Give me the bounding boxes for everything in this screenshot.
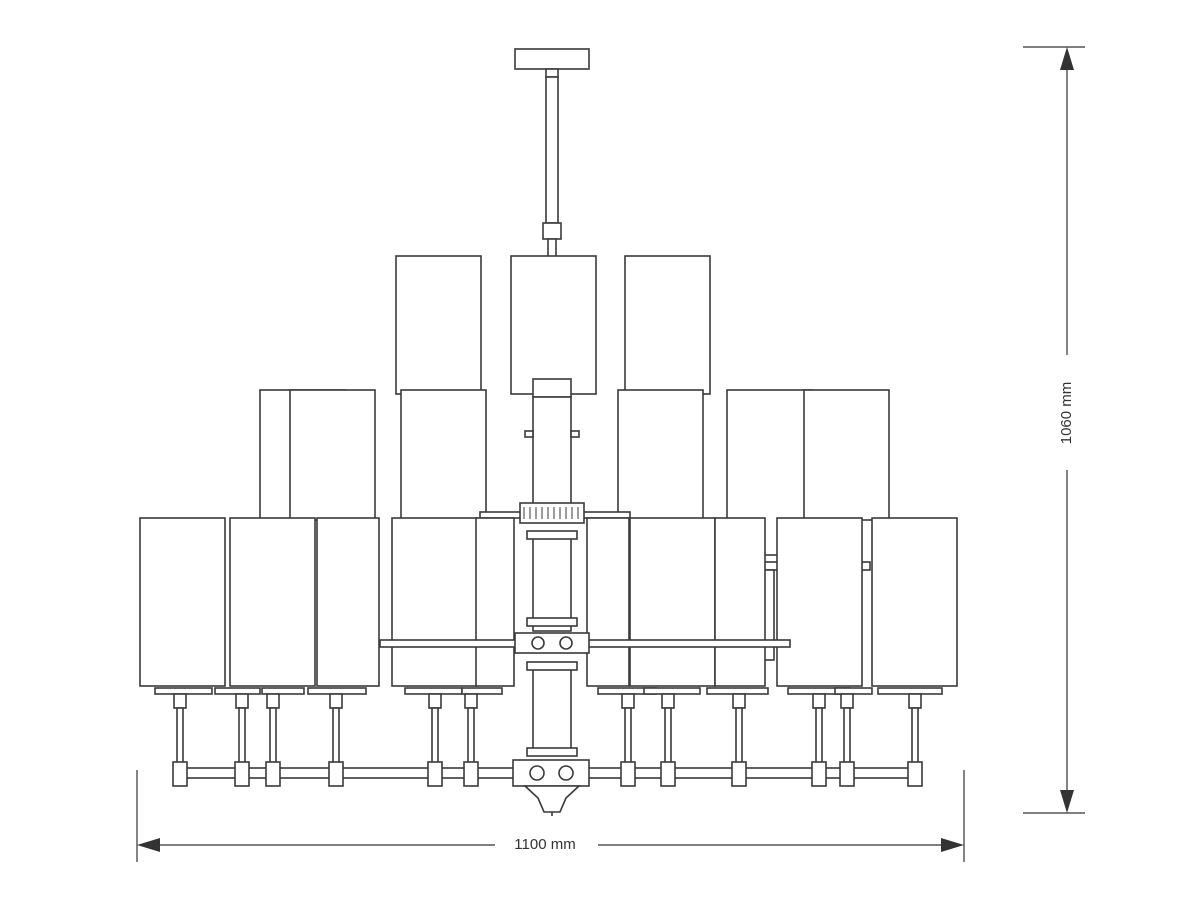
- arm-joint-block: [731, 761, 747, 787]
- arm-joint-block: [172, 761, 188, 787]
- column-middle-ring: [526, 530, 578, 540]
- ceiling-canopy: [514, 48, 590, 70]
- lamp-shade-middle-tier: [289, 389, 376, 521]
- column-lower-body: [532, 667, 572, 754]
- column-upper-body: [532, 396, 572, 506]
- candle-post: [467, 707, 475, 764]
- candle-cup: [266, 693, 280, 709]
- width-dimension-label: 1100 mm: [514, 836, 575, 853]
- bobeche-plate: [643, 687, 701, 695]
- candle-post: [843, 707, 851, 764]
- hub-scroll: [558, 765, 574, 781]
- candle-cup: [428, 693, 442, 709]
- height-dimension-label: 1060 mm: [1058, 382, 1075, 445]
- arm-joint-block: [328, 761, 344, 787]
- lamp-shade-lower-tier: [871, 517, 958, 687]
- width-arrowhead-right: [941, 838, 964, 852]
- column-upper-stud: [524, 430, 534, 438]
- lower-hub: [514, 632, 590, 654]
- hub-scroll: [529, 765, 545, 781]
- lamp-shade-lower-tier: [776, 517, 863, 687]
- bobeche-plate: [834, 687, 873, 695]
- dimension-lines: [136, 46, 1085, 862]
- column-middle-body: [532, 535, 572, 632]
- bobeche-plate: [154, 687, 213, 695]
- width-arrowhead-left: [137, 838, 160, 852]
- candle-cup: [235, 693, 249, 709]
- candle-post: [815, 707, 823, 764]
- candle-cup: [173, 693, 187, 709]
- bobeche-plate: [461, 687, 503, 695]
- candle-cup: [840, 693, 854, 709]
- candle-post: [269, 707, 277, 764]
- candle-post: [735, 707, 743, 764]
- column-lower-ring: [526, 661, 578, 671]
- lamp-shade-lower-tier: [316, 517, 380, 687]
- candle-cup: [661, 693, 675, 709]
- column-cap: [532, 378, 572, 398]
- arm-joint-block: [463, 761, 479, 787]
- chandelier-drawing: [139, 48, 958, 816]
- lamp-shade-top-tier: [624, 255, 711, 395]
- bobeche-plate: [404, 687, 463, 695]
- candle-cup: [621, 693, 635, 709]
- arm-joint-block: [234, 761, 250, 787]
- bobeche-plate: [706, 687, 769, 695]
- lamp-shade-lower-tier: [714, 517, 766, 687]
- arm-joint-block: [907, 761, 923, 787]
- bobeche-plate: [307, 687, 367, 695]
- height-arrowhead-top: [1060, 47, 1074, 70]
- candle-post: [664, 707, 672, 764]
- hub-scroll: [559, 636, 573, 650]
- candle-cup: [812, 693, 826, 709]
- base-hub: [512, 759, 590, 787]
- bottom-finial: [522, 785, 582, 813]
- candle-post: [176, 707, 184, 764]
- lamp-shade-middle-tier: [803, 389, 890, 521]
- bobeche-plate: [877, 687, 943, 695]
- bobeche-plate: [214, 687, 261, 695]
- lamp-shade-lower-tier: [391, 517, 478, 687]
- lamp-shade-lower-tier: [229, 517, 316, 687]
- arm-joint-block: [427, 761, 443, 787]
- column-lower-ring: [526, 747, 578, 757]
- height-arrowhead-bottom: [1060, 790, 1074, 813]
- candle-cup: [464, 693, 478, 709]
- candle-cup: [908, 693, 922, 709]
- arm-joint-block: [811, 761, 827, 787]
- arm-joint-block: [620, 761, 636, 787]
- column-middle-ring: [526, 617, 578, 627]
- bobeche-plate: [261, 687, 305, 695]
- lamp-shade-top-tier: [510, 255, 597, 395]
- column-upper-stud: [570, 430, 580, 438]
- suspension-rod: [545, 76, 559, 224]
- candle-cup: [732, 693, 746, 709]
- arm-joint-block: [660, 761, 676, 787]
- arm-joint-block: [265, 761, 281, 787]
- rod-coupler: [542, 222, 562, 240]
- lamp-shade-lower-tier: [629, 517, 716, 687]
- candle-post: [431, 707, 439, 764]
- candle-post: [238, 707, 246, 764]
- lamp-shade-lower-tier: [475, 517, 515, 687]
- canopy-collar: [545, 68, 559, 78]
- candle-post: [911, 707, 919, 764]
- hub-scroll: [531, 636, 545, 650]
- lamp-shade-lower-tier: [586, 517, 630, 687]
- lamp-shade-top-tier: [395, 255, 482, 395]
- candle-post: [332, 707, 340, 764]
- candle-cup: [329, 693, 343, 709]
- lamp-shade-lower-tier: [139, 517, 226, 687]
- candle-post: [624, 707, 632, 764]
- arm-joint-block: [839, 761, 855, 787]
